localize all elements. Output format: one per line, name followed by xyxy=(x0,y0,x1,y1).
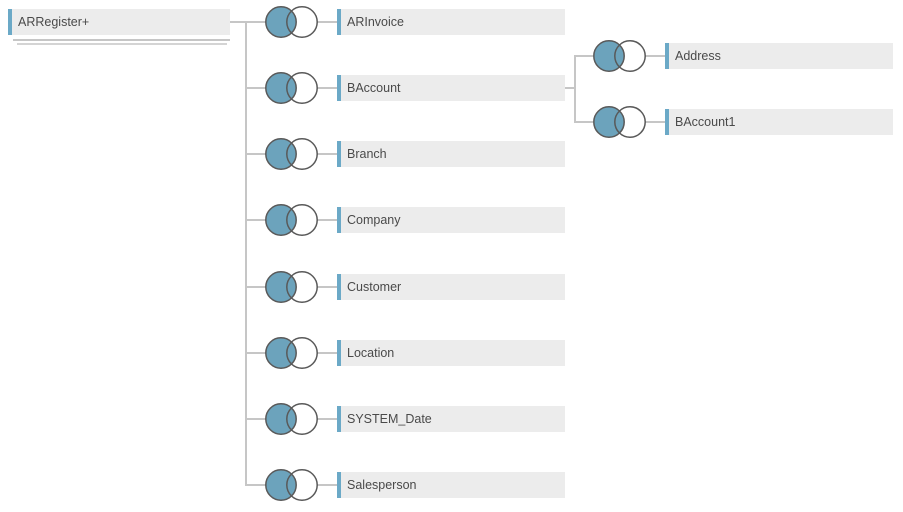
table-box-company[interactable]: Company xyxy=(337,207,565,233)
table-box-customer[interactable]: Customer xyxy=(337,274,565,300)
connector-branch xyxy=(245,219,266,221)
table-label: BAccount xyxy=(347,81,401,95)
connector-baccount-stub xyxy=(565,87,576,89)
connector-trunk xyxy=(245,21,247,486)
left-join-icon[interactable] xyxy=(264,269,319,305)
table-box-arinvoice[interactable]: ARInvoice xyxy=(337,9,565,35)
left-join-icon[interactable] xyxy=(264,335,319,371)
connector-child-trunk xyxy=(574,55,576,123)
connector-venn-to-box xyxy=(317,219,337,221)
left-join-icon[interactable] xyxy=(264,202,319,238)
connector-branch xyxy=(245,153,266,155)
connector-venn-to-box xyxy=(645,121,665,123)
left-join-icon[interactable] xyxy=(264,70,319,106)
table-label: Address xyxy=(675,49,721,63)
connector-branch xyxy=(574,55,593,57)
table-box-address[interactable]: Address xyxy=(665,43,893,69)
table-box-system-date[interactable]: SYSTEM_Date xyxy=(337,406,565,432)
connector-branch xyxy=(245,352,266,354)
connector-venn-to-box xyxy=(317,418,337,420)
connector-venn-to-box xyxy=(317,21,337,23)
table-box-baccount1[interactable]: BAccount1 xyxy=(665,109,893,135)
table-label: Salesperson xyxy=(347,478,417,492)
left-join-icon[interactable] xyxy=(592,104,647,140)
left-join-icon[interactable] xyxy=(264,467,319,503)
connector-venn-to-box xyxy=(645,55,665,57)
connector-branch xyxy=(245,418,266,420)
connector-venn-to-box xyxy=(317,286,337,288)
connector-root-to-trunk xyxy=(230,21,266,23)
left-join-icon[interactable] xyxy=(264,136,319,172)
connector-venn-to-box xyxy=(317,352,337,354)
table-box-salesperson[interactable]: Salesperson xyxy=(337,472,565,498)
table-label: Customer xyxy=(347,280,402,294)
left-join-icon[interactable] xyxy=(592,38,647,74)
union-stack-line xyxy=(13,39,230,41)
connector-venn-to-box xyxy=(317,153,337,155)
connector-branch xyxy=(245,484,266,486)
table-label: Location xyxy=(347,346,395,360)
left-join-icon[interactable] xyxy=(264,401,319,437)
root-table-label: ARRegister+ xyxy=(18,15,90,29)
table-label: ARInvoice xyxy=(347,15,404,29)
left-join-icon[interactable] xyxy=(264,4,319,40)
table-label: BAccount1 xyxy=(675,115,736,129)
table-label: Company xyxy=(347,213,401,227)
connector-branch xyxy=(245,286,266,288)
connector-branch xyxy=(574,121,593,123)
union-stack-line xyxy=(17,43,227,45)
connector-venn-to-box xyxy=(317,87,337,89)
table-label: Branch xyxy=(347,147,387,161)
connector-branch xyxy=(245,87,266,89)
root-table-arregister[interactable]: ARRegister+ xyxy=(8,9,230,35)
table-box-location[interactable]: Location xyxy=(337,340,565,366)
table-box-baccount[interactable]: BAccount xyxy=(337,75,565,101)
table-label: SYSTEM_Date xyxy=(347,412,432,426)
connector-venn-to-box xyxy=(317,484,337,486)
table-box-branch[interactable]: Branch xyxy=(337,141,565,167)
